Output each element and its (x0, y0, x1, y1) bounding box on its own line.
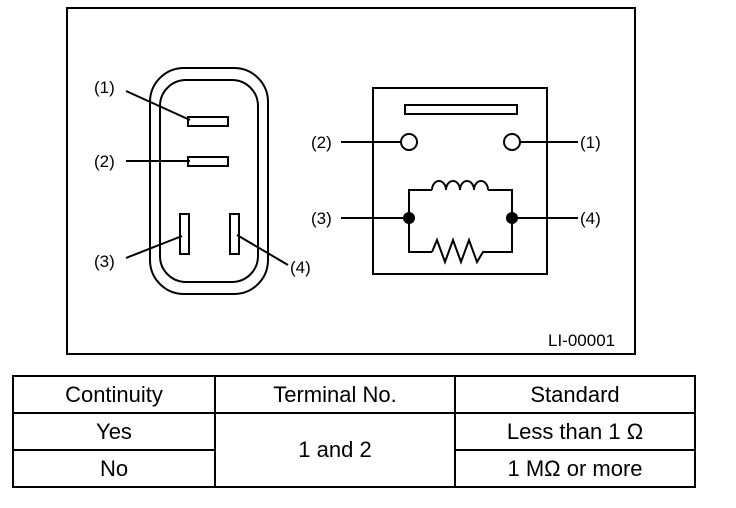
cell-standard: Less than 1 Ω (454, 412, 696, 451)
header-terminal-no: Terminal No. (214, 375, 456, 414)
relay-terminal-2 (400, 133, 418, 151)
relay-circuit (408, 180, 513, 265)
table-header-row: Continuity Terminal No. Standard (12, 375, 696, 414)
relay-body (372, 87, 548, 275)
relay-terminal-1 (503, 133, 521, 151)
header-standard: Standard (454, 375, 696, 414)
cell-continuity: No (12, 449, 216, 488)
connector-housing (149, 67, 269, 295)
connector-terminals (179, 116, 240, 255)
connector-label-1: (1) (94, 78, 115, 97)
table-row: No 1 MΩ or more (12, 449, 696, 488)
cell-terminal: 1 and 2 (214, 412, 456, 488)
relay-terminal-3 (403, 212, 415, 224)
table-row: Yes 1 and 2 Less than 1 Ω (12, 412, 696, 488)
terminal-4-blade (229, 213, 240, 255)
connector-leaders (125, 90, 289, 266)
relay-label-2: (2) (311, 133, 332, 152)
relay-diagram: (1) (2) (3) (4) (2) (1) (3) (4) LI-00001 (66, 7, 636, 355)
connector-label-4: (4) (290, 258, 311, 277)
diagram-frame (66, 7, 636, 355)
relay-label-1: (1) (580, 133, 601, 152)
relay-nameplate (404, 104, 518, 115)
relay-terminal-4 (506, 212, 518, 224)
terminal-2-blade (187, 156, 229, 167)
continuity-table: Continuity Terminal No. Standard Yes 1 a… (12, 375, 696, 488)
cell-standard: 1 MΩ or more (454, 449, 696, 488)
connector-label-3: (3) (94, 252, 115, 271)
cell-continuity: Yes (12, 412, 216, 451)
resistor-symbol (431, 237, 488, 265)
terminal-3-blade (179, 213, 190, 255)
connector-label-2: (2) (94, 152, 115, 171)
relay-label-3: (3) (311, 209, 332, 228)
figure-id: LI-00001 (548, 331, 615, 350)
header-continuity: Continuity (12, 375, 216, 414)
relay-leaders (341, 141, 578, 219)
terminal-1-blade (187, 116, 229, 127)
relay-label-4: (4) (580, 209, 601, 228)
coil-symbol (431, 180, 489, 191)
